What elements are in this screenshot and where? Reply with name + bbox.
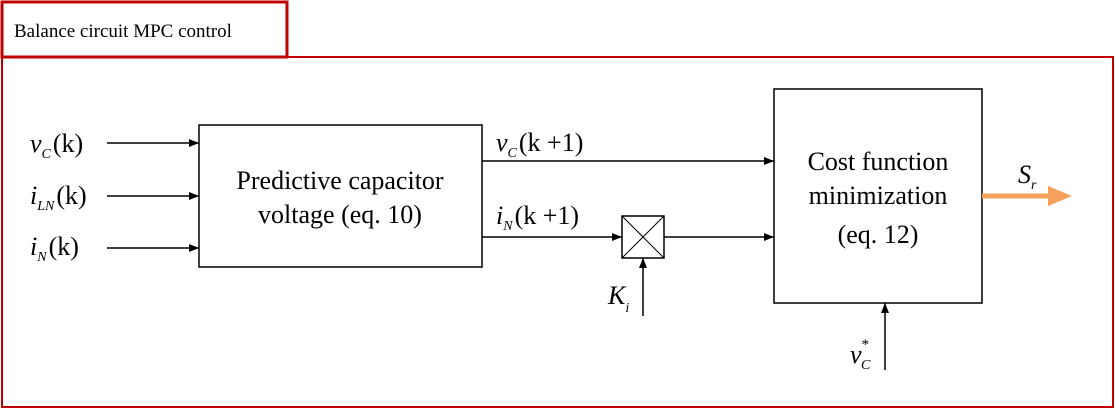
multiplier-cross-b (621, 215, 665, 259)
title-tab (0, 0, 289, 59)
cost-line1: Cost function (808, 147, 949, 176)
predictor-line2: voltage (eq. 10) (258, 200, 422, 229)
cost-block (773, 88, 983, 304)
predictor-block (198, 124, 483, 268)
input-label-iln: iLN(k) (30, 181, 87, 214)
cost-line3: (eq. 12) (838, 220, 919, 249)
gain-label: Ki (607, 281, 629, 316)
in-next-label: iN(k +1) (496, 201, 579, 234)
outer-frame (1, 56, 1114, 408)
reference-label: v*C (850, 337, 871, 373)
input-label-vc: vC(k) (30, 129, 83, 162)
output-label: Sr (1018, 160, 1037, 193)
vc-next-label: vC(k +1) (496, 128, 583, 161)
output-arrow-head (1048, 186, 1072, 206)
input-label-in: iN(k) (30, 232, 79, 265)
predictor-line1: Predictive capacitor (236, 166, 444, 195)
diagram-title: Balance circuit MPC control (14, 21, 232, 42)
cost-line2: minimization (809, 181, 948, 210)
